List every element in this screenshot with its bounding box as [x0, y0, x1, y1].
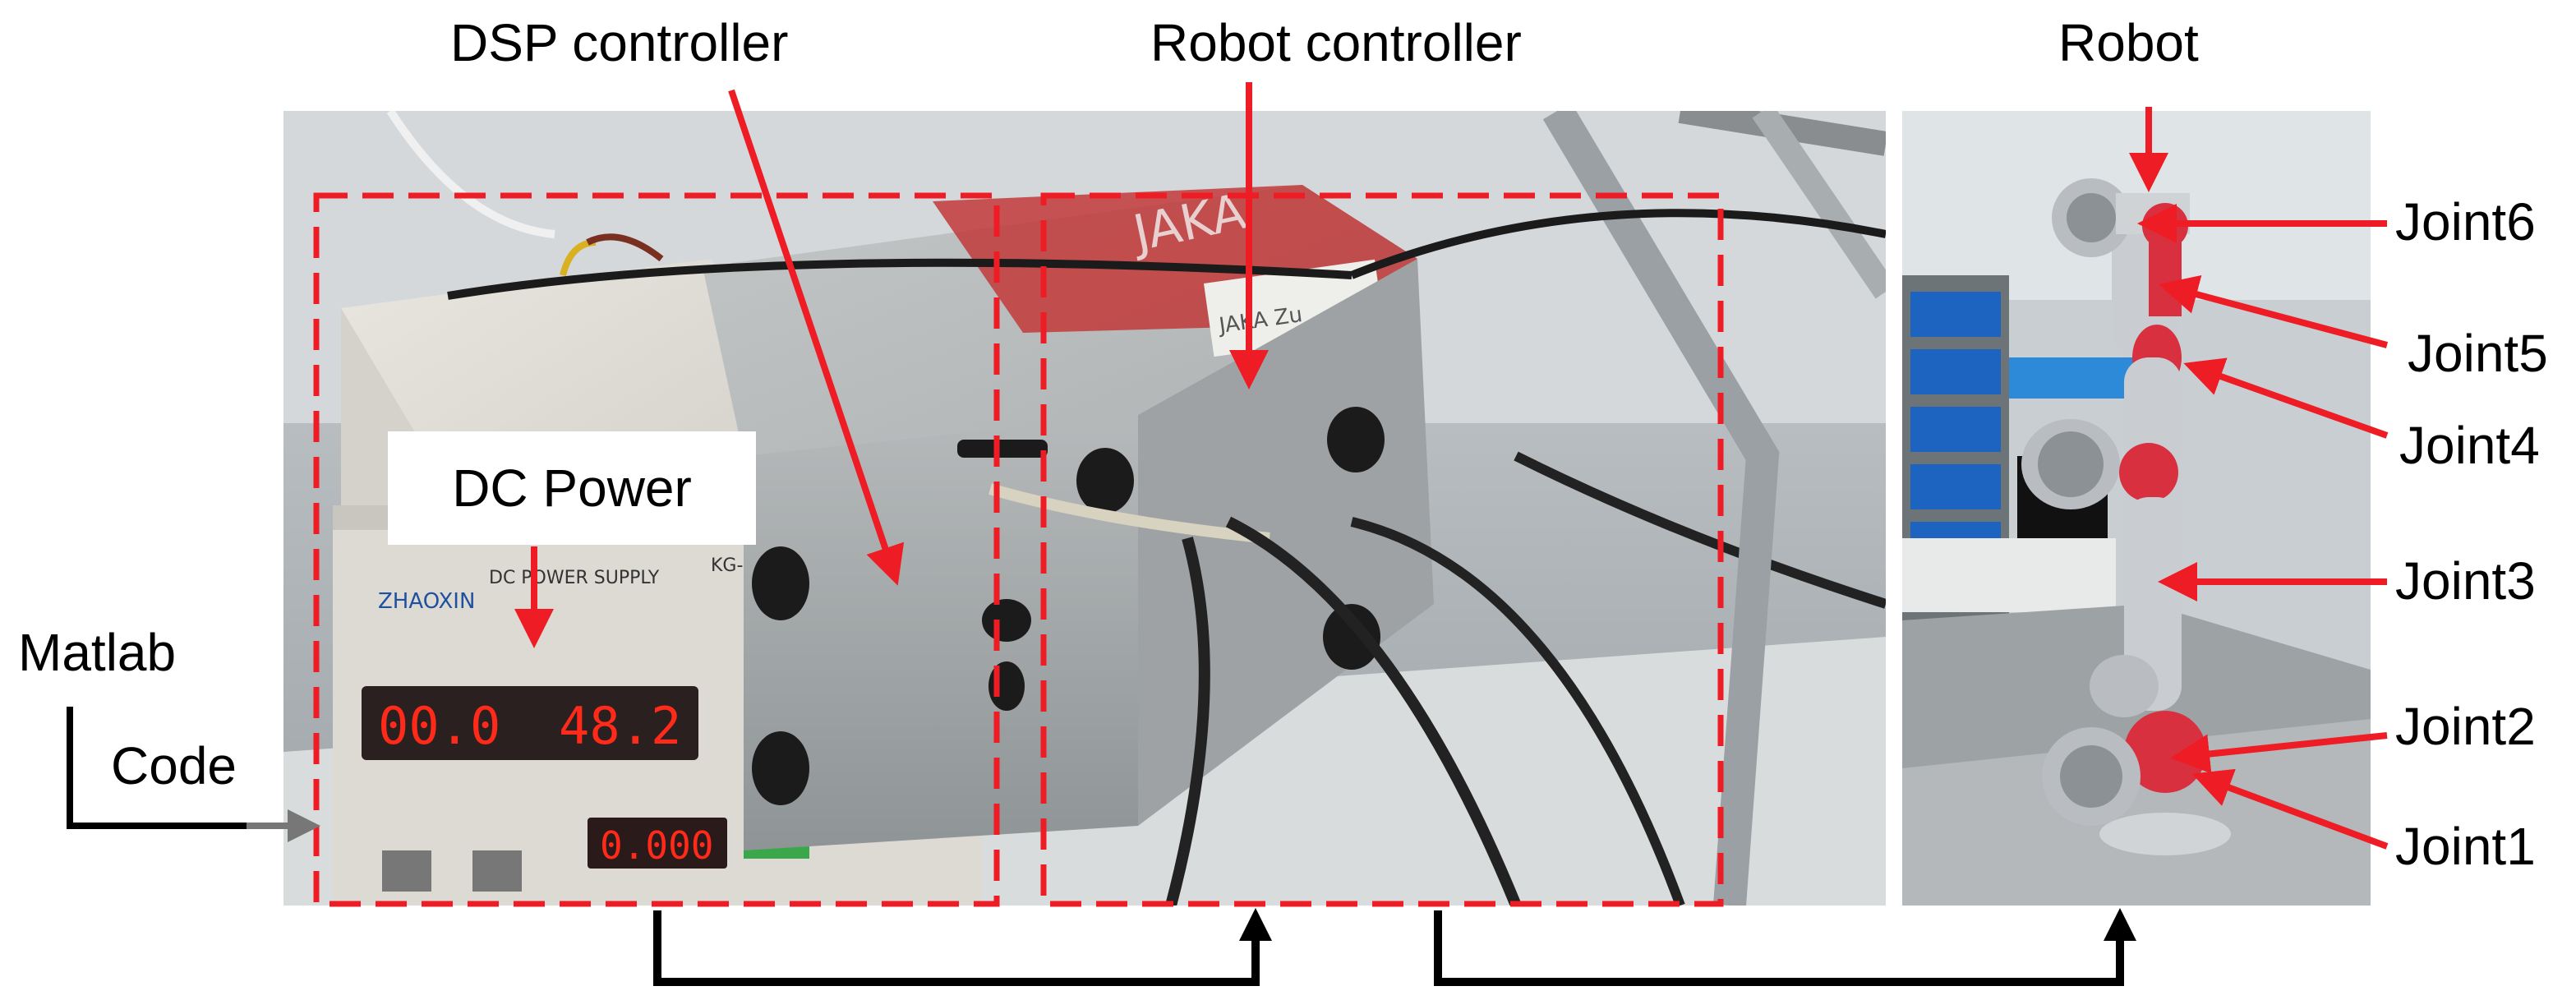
robot-controller-to-robot-link [1434, 908, 2136, 986]
robot-controller-label: Robot controller [1150, 13, 1522, 72]
dsp-to-robot-controller-link [653, 908, 1272, 986]
psu-brand-text: ZHAOXIN [378, 589, 475, 614]
joint4-arrow [2183, 357, 2389, 439]
dsp-display-readout: 0.000 [600, 823, 713, 868]
joint6-label: Joint6 [2395, 192, 2536, 251]
matlab-label: Matlab [18, 623, 177, 682]
psu-voltage-readout: 48.2 [559, 696, 681, 756]
dsp-controller-region [313, 192, 1000, 907]
psu-current-readout: 00.0 [378, 696, 500, 756]
dc-power-label-box: DC Power [388, 431, 756, 545]
joint5-label: Joint5 [2408, 324, 2548, 383]
robot-controller-region [1040, 192, 1724, 907]
dsp-controller-label: DSP controller [450, 13, 789, 72]
joint1-label: Joint1 [2395, 817, 2536, 876]
matlab-code-arrow [67, 707, 304, 829]
robot-photo [1902, 111, 2371, 906]
joint2-arrow [2170, 732, 2388, 774]
psu-title-text: DC POWER SUPPLY [489, 568, 660, 588]
dc-power-label: DC Power [452, 459, 692, 518]
controllers-photo-illustration: 00.0 48.2 ZHAOXIN DC POWER SUPPLY KG-601… [283, 111, 1886, 906]
joint5-arrow [2158, 274, 2389, 348]
controllers-photo: 00.0 48.2 ZHAOXIN DC POWER SUPPLY KG-601… [283, 111, 1886, 906]
robot-photo-illustration [1902, 111, 2371, 906]
code-label: Code [111, 736, 237, 795]
joint4-label: Joint4 [2399, 416, 2540, 475]
dsp-controller-arrow [728, 89, 905, 586]
joint1-arrow [2191, 768, 2389, 850]
joint2-label: Joint2 [2395, 697, 2536, 756]
robot-label: Robot [2058, 13, 2199, 72]
joint3-label: Joint3 [2395, 551, 2536, 611]
